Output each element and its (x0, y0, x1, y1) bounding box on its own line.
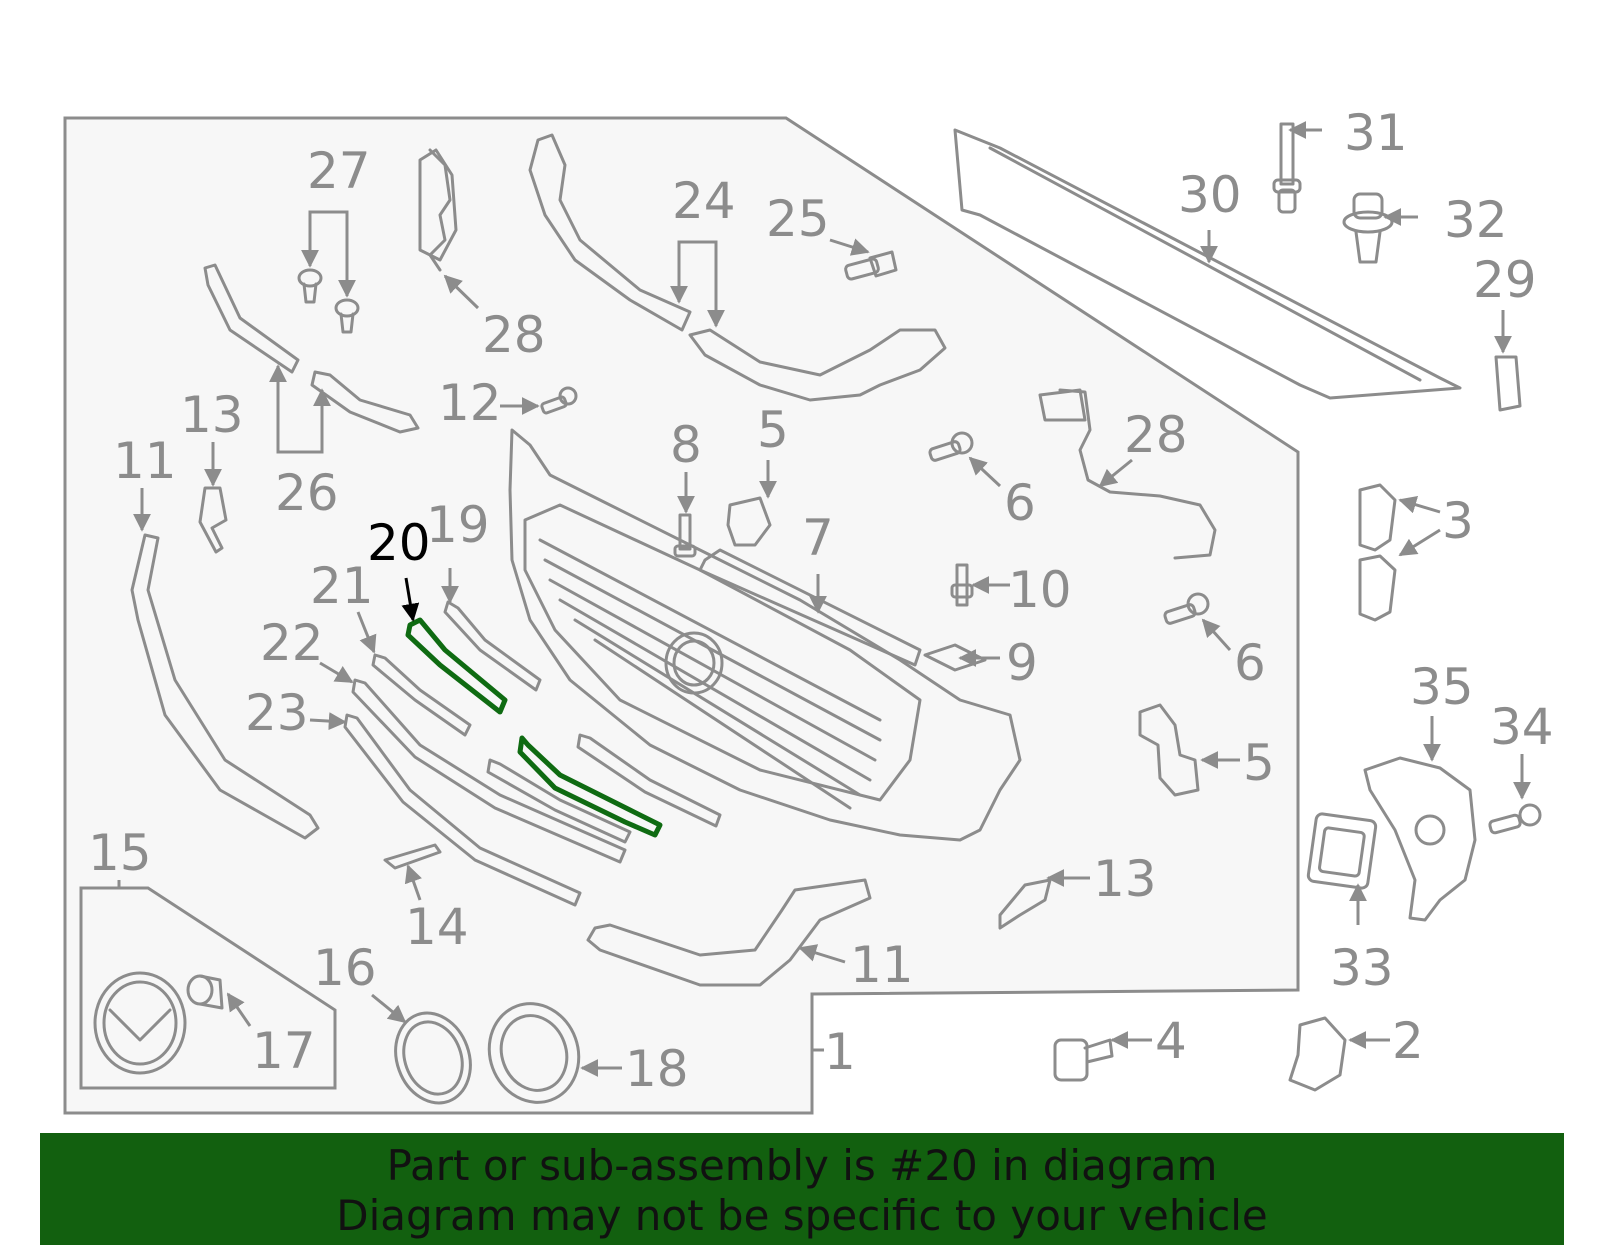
callout-15: 15 (88, 824, 152, 882)
leader-lines (117, 121, 1531, 1077)
part-17-grommet (186, 974, 224, 1010)
part-30-upper-cover (953, 128, 1462, 400)
callout-21: 21 (310, 557, 374, 615)
callout-29: 29 (1473, 251, 1537, 309)
callout-13-right: 13 (1093, 850, 1157, 908)
part-7-reinforcement (698, 548, 922, 667)
callout-35: 35 (1410, 658, 1474, 716)
part-3-clip-upper (1358, 483, 1397, 552)
leader-20 (401, 577, 420, 622)
part-22-molding (351, 678, 627, 864)
info-banner: Part or sub-assembly is #20 in diagram D… (40, 1133, 1564, 1245)
part-21-molding (371, 653, 472, 737)
callout-3: 3 (1442, 492, 1474, 550)
callout-22: 22 (260, 614, 324, 672)
part-4-clip (1053, 1038, 1114, 1082)
part-29-tag (1494, 355, 1522, 412)
callout-32: 32 (1444, 191, 1508, 249)
callout-13-left: 13 (180, 386, 244, 444)
callout-6-upper: 6 (1004, 474, 1036, 532)
emblem-subpanel (79, 886, 337, 1090)
part-13-clip-right (998, 878, 1052, 930)
part-11-molding-left (130, 533, 320, 840)
callout-11-lower: 11 (850, 936, 914, 994)
callout-2: 2 (1392, 1012, 1424, 1070)
part-6-bolt-upper (928, 431, 974, 462)
callout-26: 26 (275, 464, 339, 522)
part-11-molding-lower (586, 878, 872, 987)
callout-1: 1 (824, 1023, 856, 1081)
part-31-bolt (1272, 122, 1302, 214)
part-9-pad (923, 643, 987, 672)
callout-30: 30 (1178, 166, 1242, 224)
part-24-bracket-right (688, 328, 947, 402)
part-21-molding-right (576, 733, 722, 828)
part-3-clip-lower (1358, 554, 1397, 622)
part-28-connector (418, 148, 458, 262)
callout-20: 20 (367, 514, 431, 572)
part-20-molding-lower (517, 735, 663, 838)
part-5-bracket-lower (1138, 703, 1200, 797)
banner-line-2: Diagram may not be specific to your vehi… (336, 1191, 1268, 1240)
part-grille-assembly (508, 428, 1022, 842)
banner-line-1: Part or sub-assembly is #20 in diagram (386, 1141, 1218, 1190)
part-35-bracket (1363, 756, 1477, 922)
callout-23: 23 (245, 684, 309, 742)
callout-5-lower: 5 (1243, 734, 1275, 792)
part-13-clip-left (198, 486, 228, 554)
part-22-molding-right (486, 758, 632, 844)
part-6-bolt-lower (1163, 592, 1210, 625)
part-14-clip (383, 843, 442, 870)
callout-5-upper: 5 (757, 401, 789, 459)
part-30-edge (988, 146, 1422, 382)
part-24-bracket-left (528, 133, 692, 332)
callout-10: 10 (1008, 561, 1072, 619)
callout-11-left: 11 (113, 432, 177, 490)
part-32-clip (1342, 192, 1394, 264)
part-18-bracket (487, 1002, 581, 1104)
part-2-bracket (1288, 1016, 1347, 1092)
part-34-bolt (1488, 803, 1542, 835)
part-23-molding (343, 713, 582, 907)
part-16-cover (394, 1011, 472, 1105)
part-33-sensor (1306, 812, 1378, 890)
callout-24: 24 (672, 172, 736, 230)
part-35-hole (1414, 814, 1446, 846)
callout-28-right: 28 (1124, 406, 1188, 464)
callout-9: 9 (1006, 634, 1038, 692)
callout-34: 34 (1490, 698, 1554, 756)
callout-4: 4 (1155, 1012, 1187, 1070)
part-12-bolt (540, 386, 578, 415)
callout-31: 31 (1344, 104, 1408, 162)
callout-numbers: 1 2 3 4 5 5 6 6 7 8 9 10 11 11 12 13 13 … (88, 104, 1554, 1098)
part-8-bolt (673, 513, 697, 558)
part-20-molding-upper (405, 617, 508, 715)
part-28-harness-right (1058, 388, 1217, 560)
part-27-screws (297, 268, 360, 334)
part-26-bracket-left (203, 263, 300, 374)
callout-28-left: 28 (482, 306, 546, 364)
part-19-molding (443, 600, 542, 692)
callout-14: 14 (405, 898, 469, 956)
callout-12: 12 (438, 374, 502, 432)
callout-19: 19 (426, 496, 490, 554)
part-28-right-connector (1038, 388, 1087, 422)
callout-33: 33 (1330, 939, 1394, 997)
callout-8: 8 (670, 416, 702, 474)
callout-6-lower: 6 (1234, 634, 1266, 692)
callout-25: 25 (766, 190, 830, 248)
callout-18: 18 (625, 1040, 689, 1098)
callout-27: 27 (307, 142, 371, 200)
part-15-emblem (93, 971, 187, 1075)
callout-16: 16 (313, 939, 377, 997)
callout-7: 7 (802, 509, 834, 567)
part-25-bolt (844, 250, 898, 281)
callout-17: 17 (252, 1022, 316, 1080)
